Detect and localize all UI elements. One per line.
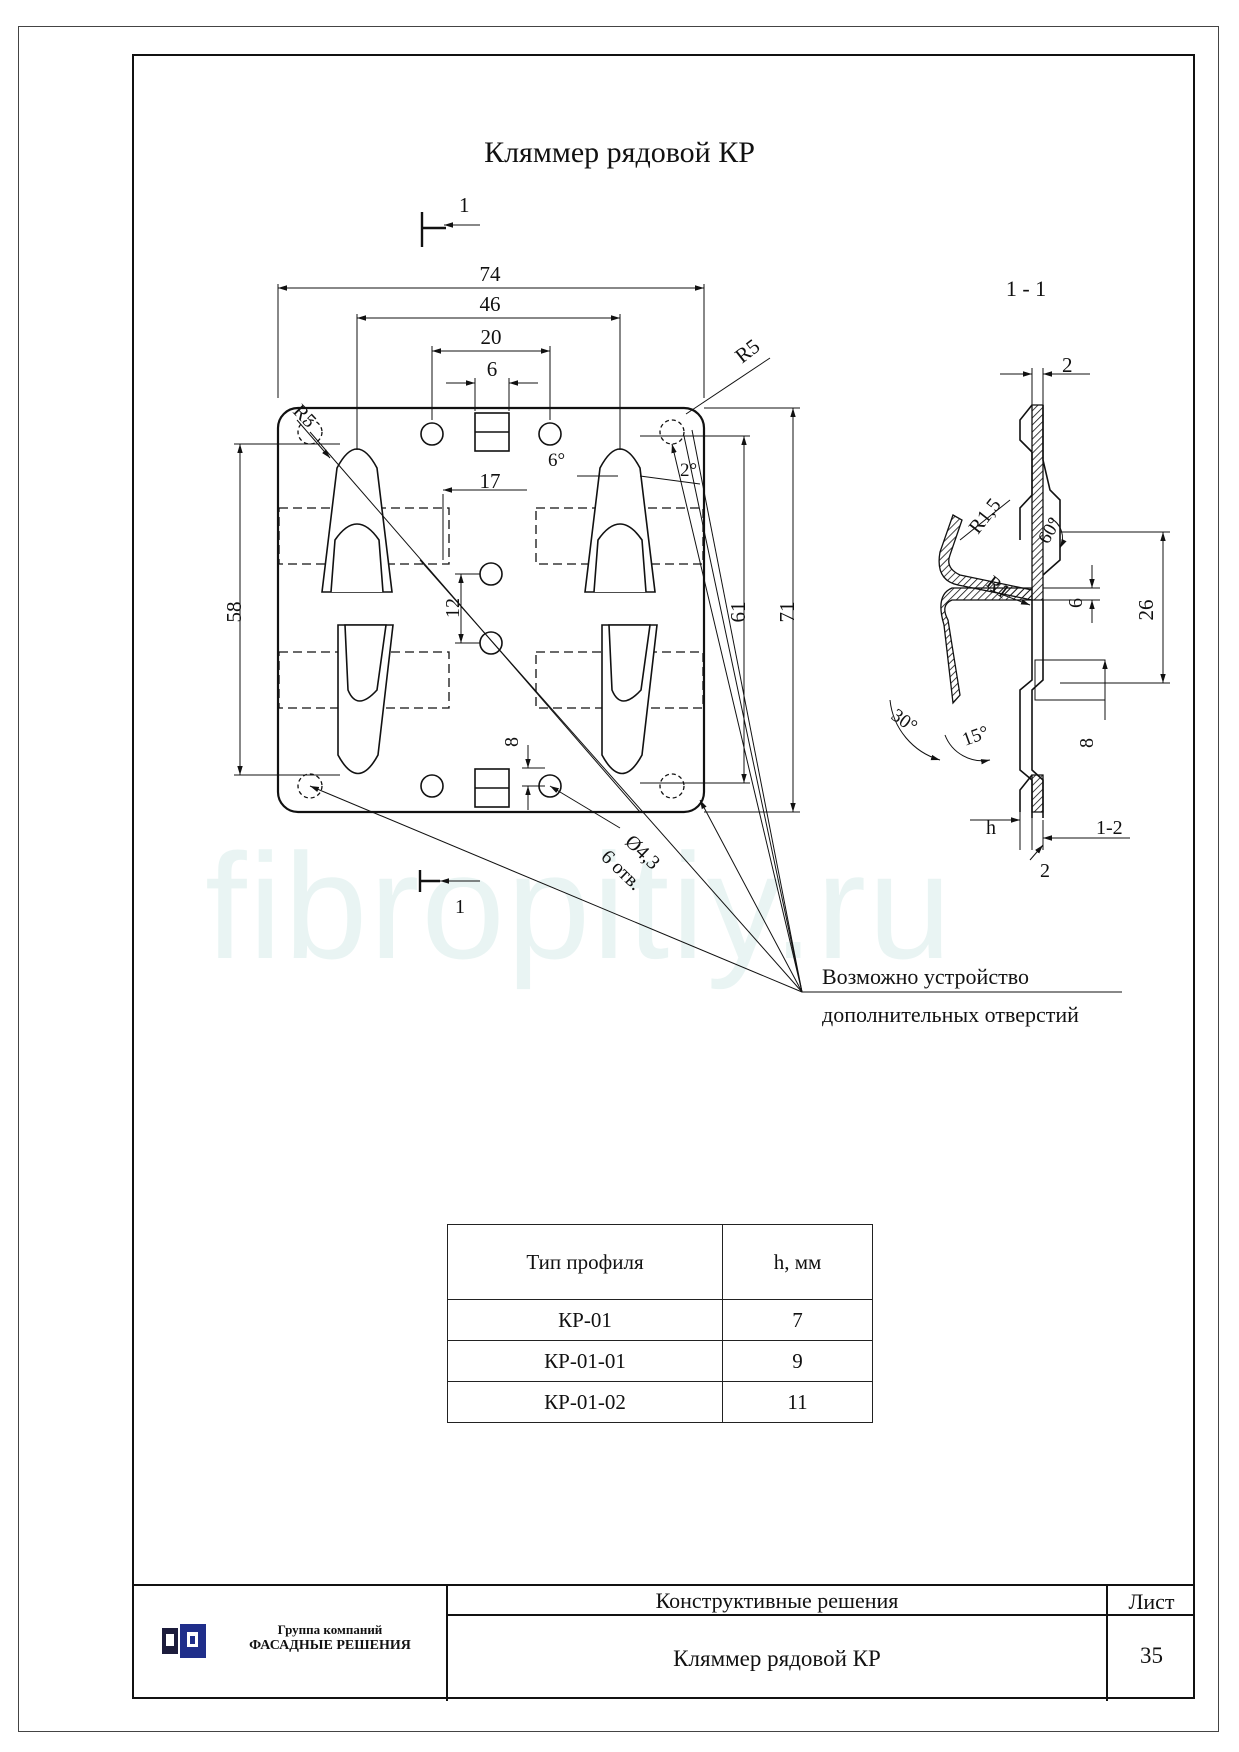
section-markers <box>418 212 480 892</box>
table-cell-type: КР-01 <box>447 1299 723 1341</box>
table-cell-type: КР-01-02 <box>447 1381 723 1423</box>
table-header-type: Тип профиля <box>447 1224 723 1300</box>
sdim-15: 15° <box>960 722 992 751</box>
dim-r5-left: R5 <box>288 400 320 432</box>
note-line-2: дополнительных отверстий <box>822 1002 1079 1027</box>
watermark: fibropitiy.ru <box>205 822 954 990</box>
plate-outline <box>276 406 706 814</box>
dim-58: 58 <box>222 602 246 623</box>
section-marker-label: 1 <box>459 193 470 217</box>
mounting-holes <box>420 422 562 798</box>
table-cell-type: КР-01-01 <box>447 1340 723 1382</box>
page-title: Кляммер рядовой КР <box>484 136 755 169</box>
title-block: Группа компаний ФАСАДНЫЕ РЕШЕНИЯ Констру… <box>132 1584 1195 1701</box>
dim-12: 12 <box>442 598 464 618</box>
center-slots <box>474 412 510 808</box>
sdim-2-bottom: 2 <box>1040 860 1050 882</box>
dim-17: 17 <box>480 469 501 493</box>
sdim-8: 8 <box>1076 738 1098 748</box>
table-row: КР-01-01 9 <box>447 1340 873 1382</box>
table-row: КР-01-02 11 <box>447 1381 873 1423</box>
table-row: КР-01 7 <box>447 1299 873 1341</box>
note-line-1: Возможно устройство <box>822 964 1029 989</box>
dim-r5-top: R5 <box>730 334 764 368</box>
sheet-label: Лист <box>1106 1586 1195 1616</box>
company-logo-icon <box>162 1624 206 1658</box>
dim-46: 46 <box>480 292 501 316</box>
title-block-name: Кляммер рядовой КР <box>673 1646 881 1671</box>
sdim-6: 6 <box>1065 598 1087 608</box>
optional-holes <box>297 419 685 799</box>
company-logo-cell: Группа компаний ФАСАДНЫЕ РЕШЕНИЯ <box>132 1586 448 1701</box>
sdim-26: 26 <box>1134 600 1158 621</box>
page-border <box>18 26 1219 1732</box>
leader-lines <box>309 429 1122 993</box>
dimension-lines <box>234 284 800 829</box>
dim-61: 61 <box>726 602 750 623</box>
profile-table: Тип профиля h, мм КР-01 7 КР-01-01 9 КР-… <box>447 1224 873 1423</box>
sheet-number: 35 <box>1106 1616 1195 1701</box>
sdim-30: 30° <box>887 705 921 737</box>
company-name: Группа компаний ФАСАДНЫЕ РЕШЕНИЯ <box>216 1622 444 1654</box>
dim-angle-6: 6° <box>548 450 565 471</box>
title-block-series: Конструктивные решения <box>448 1586 1106 1616</box>
section-marker-label-bottom: 1 <box>455 896 465 918</box>
sdim-2-top: 2 <box>1062 353 1073 377</box>
drawing-frame <box>132 54 1195 1699</box>
section-view-label: 1 - 1 <box>1006 276 1046 301</box>
company-name-line2: ФАСАДНЫЕ РЕШЕНИЯ <box>249 1638 411 1653</box>
table-header-row: Тип профиля h, мм <box>447 1224 873 1300</box>
dim-6: 6 <box>487 357 498 381</box>
dim-20: 20 <box>481 325 502 349</box>
sdim-1-2: 1-2 <box>1096 817 1123 839</box>
dim-71: 71 <box>775 602 799 623</box>
dim-angle-2: 2° <box>680 460 697 481</box>
table-cell-h: 7 <box>722 1299 873 1341</box>
clip-tongues <box>321 448 658 775</box>
table-cell-h: 11 <box>722 1381 873 1423</box>
table-header-h: h, мм <box>722 1224 873 1300</box>
table-cell-h: 9 <box>722 1340 873 1382</box>
sdim-h: h <box>986 817 996 839</box>
dim-8: 8 <box>501 737 523 747</box>
dim-74: 74 <box>480 262 502 286</box>
company-name-line1: Группа компаний <box>277 1622 383 1637</box>
section-dimension-lines <box>889 368 1170 861</box>
